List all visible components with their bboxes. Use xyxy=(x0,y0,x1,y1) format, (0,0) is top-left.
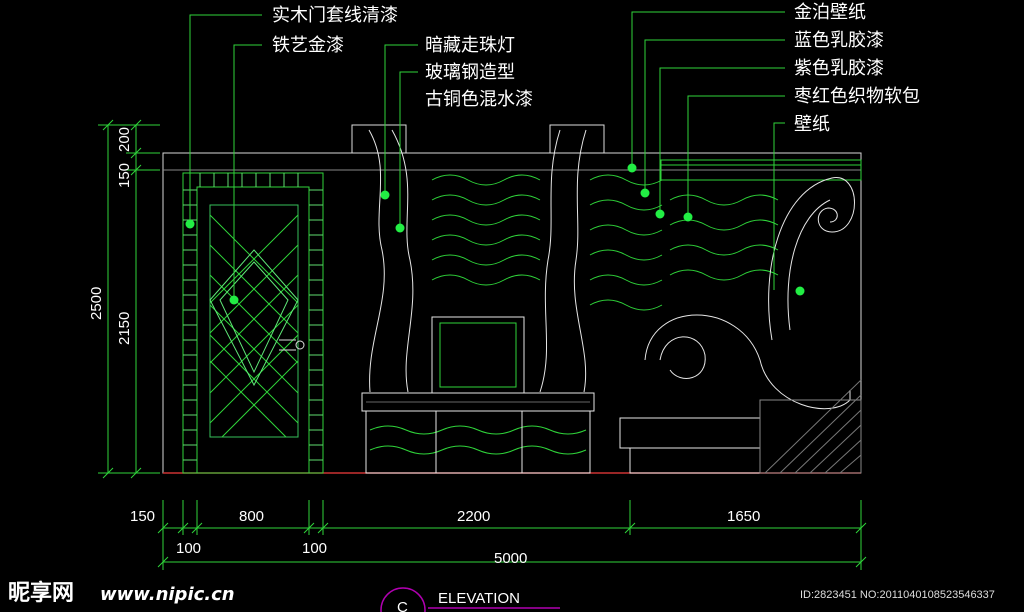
image-id: ID:2823451 NO:20110401085235463​37 xyxy=(800,589,995,601)
label-blue-latex: 蓝色乳胶漆 xyxy=(794,30,884,51)
view-marker-circle xyxy=(380,587,426,612)
view-marker-letter: C xyxy=(397,599,408,612)
tv-wall xyxy=(351,124,663,474)
dim-100-b: 100 xyxy=(302,540,327,557)
dim-100-a: 100 xyxy=(176,540,201,557)
dim-800: 800 xyxy=(239,508,264,525)
vertical-dimension-lines xyxy=(98,119,160,479)
dim-1650: 1650 xyxy=(727,508,760,525)
watermark-logo: 昵享网 xyxy=(8,580,74,606)
label-door-trim: 实木门套线清漆 xyxy=(272,5,398,26)
dim-150-h: 150 xyxy=(130,508,155,525)
dim-150-v: 150 xyxy=(116,163,133,188)
wall-outline xyxy=(162,152,862,474)
leader-lines xyxy=(189,11,785,300)
dim-2200: 2200 xyxy=(457,508,490,525)
dim-5000: 5000 xyxy=(494,550,527,567)
door xyxy=(182,172,324,474)
label-frp-shape: 玻璃钢造型 xyxy=(425,62,515,83)
label-purple-latex: 紫色乳胶漆 xyxy=(794,58,884,79)
label-bronze-paint: 古铜色混水漆 xyxy=(425,89,533,110)
label-hidden-light: 暗藏走珠灯 xyxy=(425,35,515,56)
label-gold-wallpaper: 金泊壁纸 xyxy=(794,2,866,23)
sofa-wall xyxy=(619,159,862,474)
label-iron-gold: 铁艺金漆 xyxy=(272,35,344,56)
dim-2150: 2150 xyxy=(116,312,133,345)
watermark-url: www.nipic.cn xyxy=(100,584,235,605)
label-fabric-panel: 枣红色织物软包 xyxy=(794,86,920,107)
horizontal-dimension-lines xyxy=(157,500,867,570)
leader-dots xyxy=(185,163,805,305)
label-wallpaper: 壁纸 xyxy=(794,114,830,135)
elevation-title: ELEVATION xyxy=(438,590,520,607)
dim-200: 200 xyxy=(116,127,133,152)
dim-2500: 2500 xyxy=(88,287,105,320)
